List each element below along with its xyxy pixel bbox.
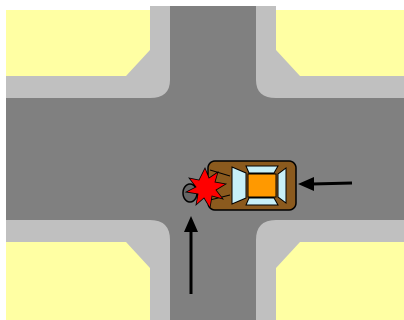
car-rear-window: [277, 167, 287, 204]
block-bottom-right: [276, 236, 404, 320]
car-direction-arrow: [298, 177, 353, 191]
road-corner-bottom-left: [150, 220, 170, 240]
road-corner-bottom-right: [256, 220, 276, 240]
car: [207, 160, 297, 211]
collision-burst: [184, 167, 228, 210]
corner-bottom-left: [126, 242, 150, 268]
car-side-window-bottom: [245, 197, 279, 206]
city-blocks: [6, 10, 404, 320]
block-bottom-left: [6, 236, 152, 320]
corner-top-right: [276, 50, 300, 76]
direction-arrows: [184, 177, 353, 294]
car-side-window-top: [245, 165, 279, 174]
car-windshield: [231, 166, 247, 205]
car-hood-line: [209, 169, 231, 177]
corner-bottom-right: [276, 242, 300, 268]
motorcycle-direction-arrow: [184, 216, 198, 294]
corner-top-left: [126, 50, 150, 76]
road-corner-top-left: [150, 80, 170, 98]
road-corner-top-right: [256, 80, 276, 98]
car-roof: [247, 173, 277, 198]
horizontal-road: [6, 98, 404, 220]
